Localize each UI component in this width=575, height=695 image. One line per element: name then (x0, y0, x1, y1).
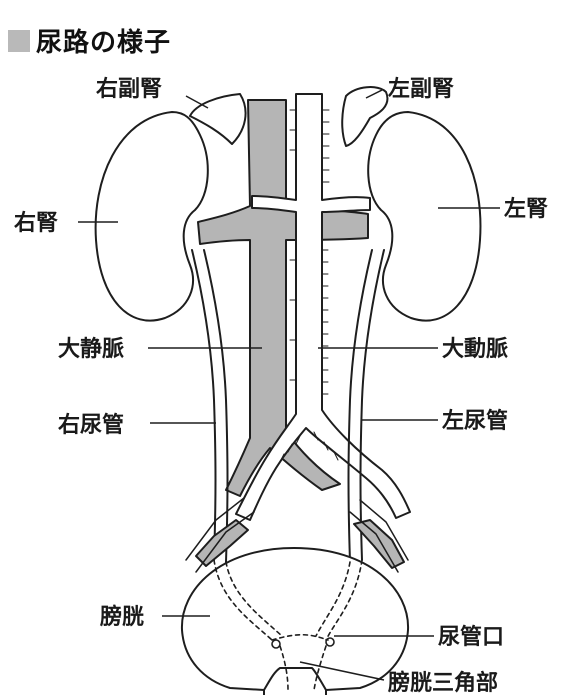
leader-right-adrenal (186, 96, 208, 108)
label-bladder: 膀胱 (100, 604, 144, 630)
label-aorta: 大動脈 (442, 337, 508, 362)
label-bladder-trigone: 膀胱三角部 (388, 670, 498, 695)
right-kidney (96, 112, 208, 321)
label-ureteral-orifice: 尿管口 (438, 624, 504, 650)
right-adrenal (190, 94, 246, 144)
left-adrenal (342, 87, 387, 146)
left-kidney (368, 112, 480, 321)
label-vena-cava: 大静脈 (58, 336, 124, 362)
label-right-ureter: 右尿管 (58, 412, 124, 438)
urethra (264, 690, 326, 695)
label-left-adrenal: 左副腎 (388, 76, 454, 102)
leader-left-adrenal (366, 90, 382, 98)
label-right-adrenal: 右副腎 (96, 77, 162, 102)
label-right-kidney: 右腎 (14, 211, 58, 236)
label-left-ureter: 左尿管 (442, 408, 508, 434)
label-left-kidney: 左腎 (504, 196, 548, 222)
